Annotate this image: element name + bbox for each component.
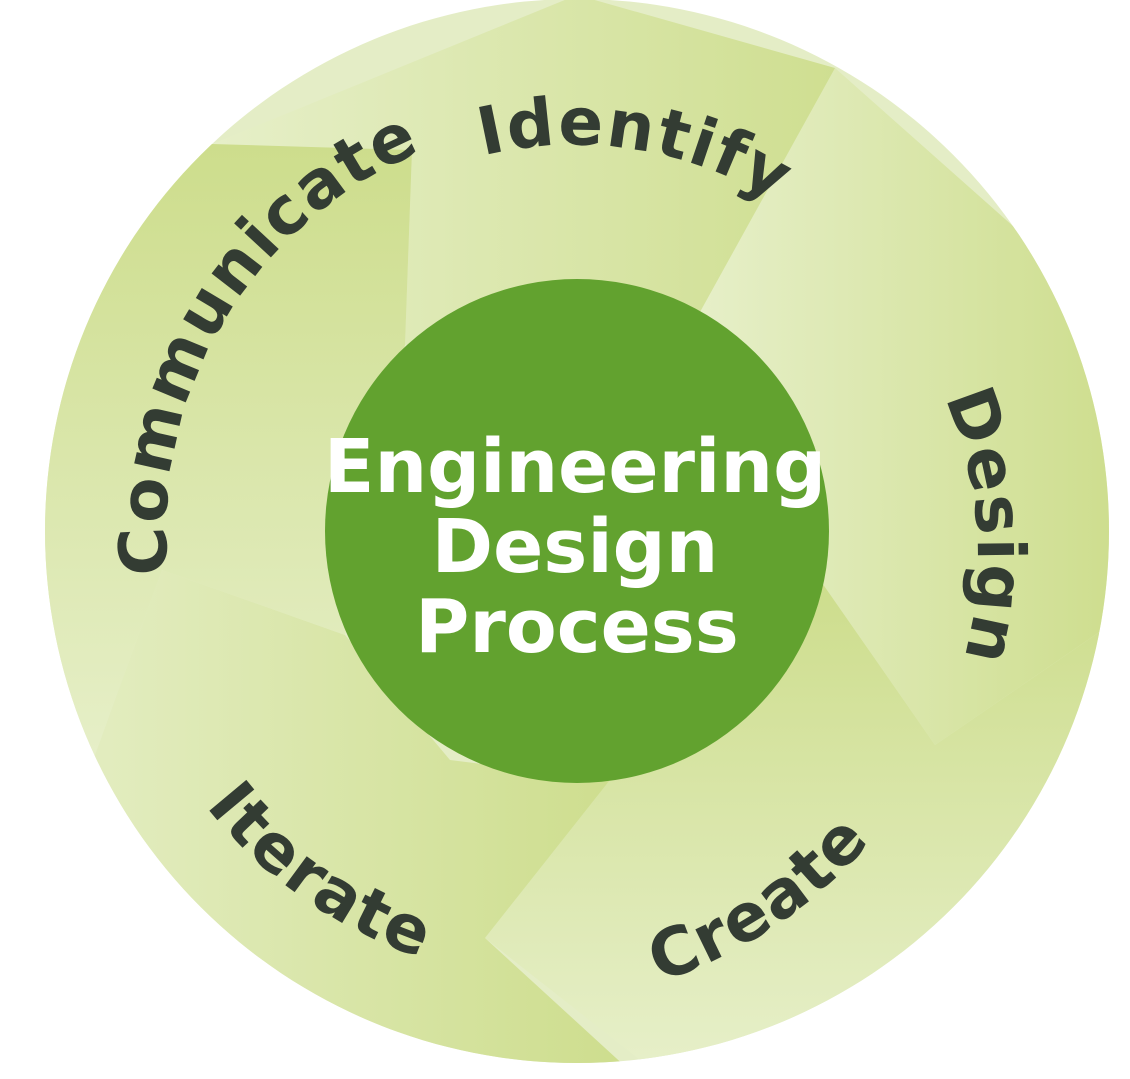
center-circle [325, 279, 829, 783]
center-title: Engineering Design Process [324, 424, 830, 670]
segment-identify [212, 0, 889, 345]
title-line-1: Engineering [324, 424, 826, 510]
title-line-2: Design [432, 504, 719, 590]
segment-communicate [45, 144, 412, 760]
title-line-3: Process [415, 584, 739, 670]
